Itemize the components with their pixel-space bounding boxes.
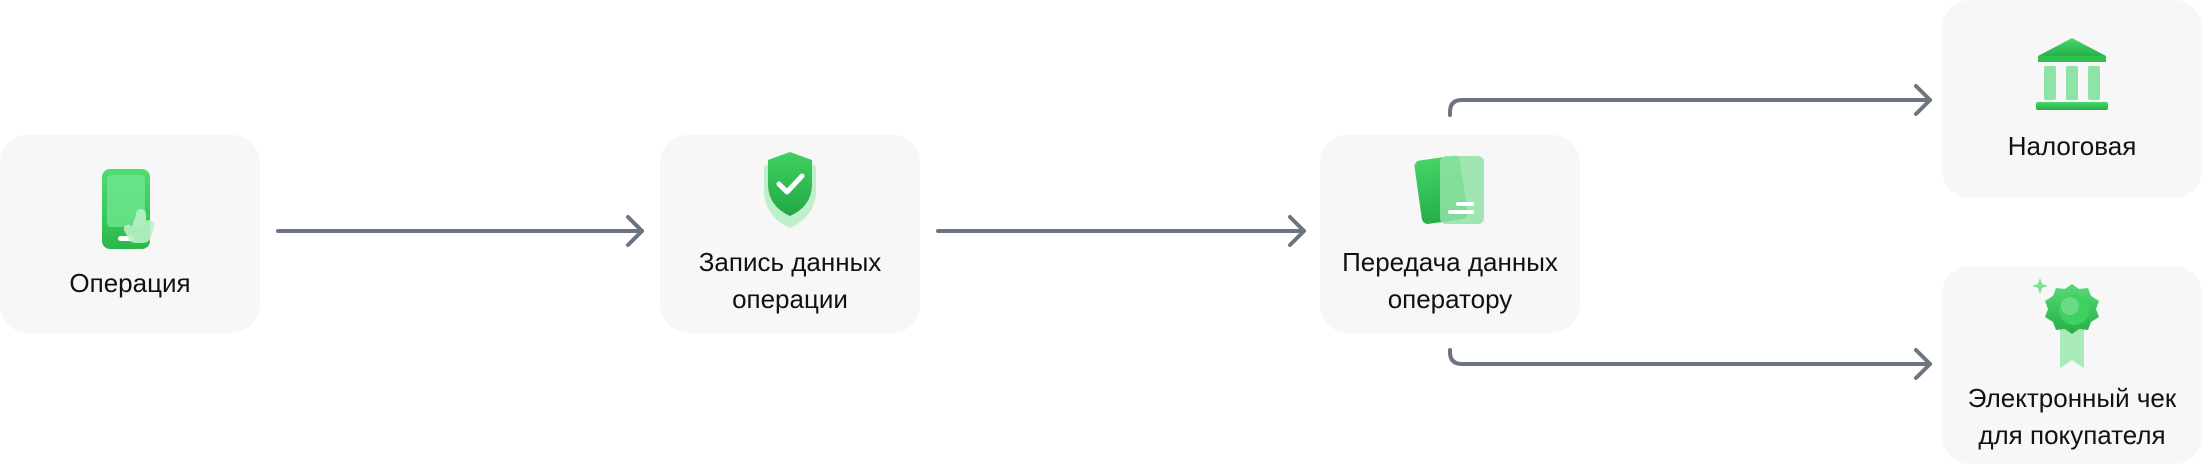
arrow-operation-to-record	[276, 215, 644, 247]
phone-tap-icon	[102, 168, 155, 249]
award-badge-icon	[2032, 278, 2099, 368]
arrow-transfer-to-tax	[1448, 84, 1932, 117]
bank-building-icon	[2036, 38, 2108, 110]
node-tax-label: Налоговая	[2007, 131, 2137, 161]
node-receipt: Электронный чек для покупателя	[1942, 266, 2202, 464]
node-operation: Операция	[0, 135, 260, 333]
arrow-record-to-transfer	[936, 215, 1306, 247]
shield-check-icon	[764, 152, 816, 228]
node-operation-label: Операция	[69, 267, 191, 298]
node-receipt-label: Электронный чек для покупателя	[1967, 383, 2177, 450]
arrow-transfer-to-receipt	[1448, 348, 1932, 380]
node-transfer-label: Передача данных оператору	[1342, 247, 1558, 314]
node-tax: Налоговая	[1942, 0, 2202, 198]
node-transfer: Передача данных оператору	[1320, 135, 1580, 333]
node-record: Запись данных операции	[660, 135, 920, 333]
node-record-label: Запись данных операции	[698, 247, 882, 314]
documents-icon	[1414, 155, 1484, 224]
